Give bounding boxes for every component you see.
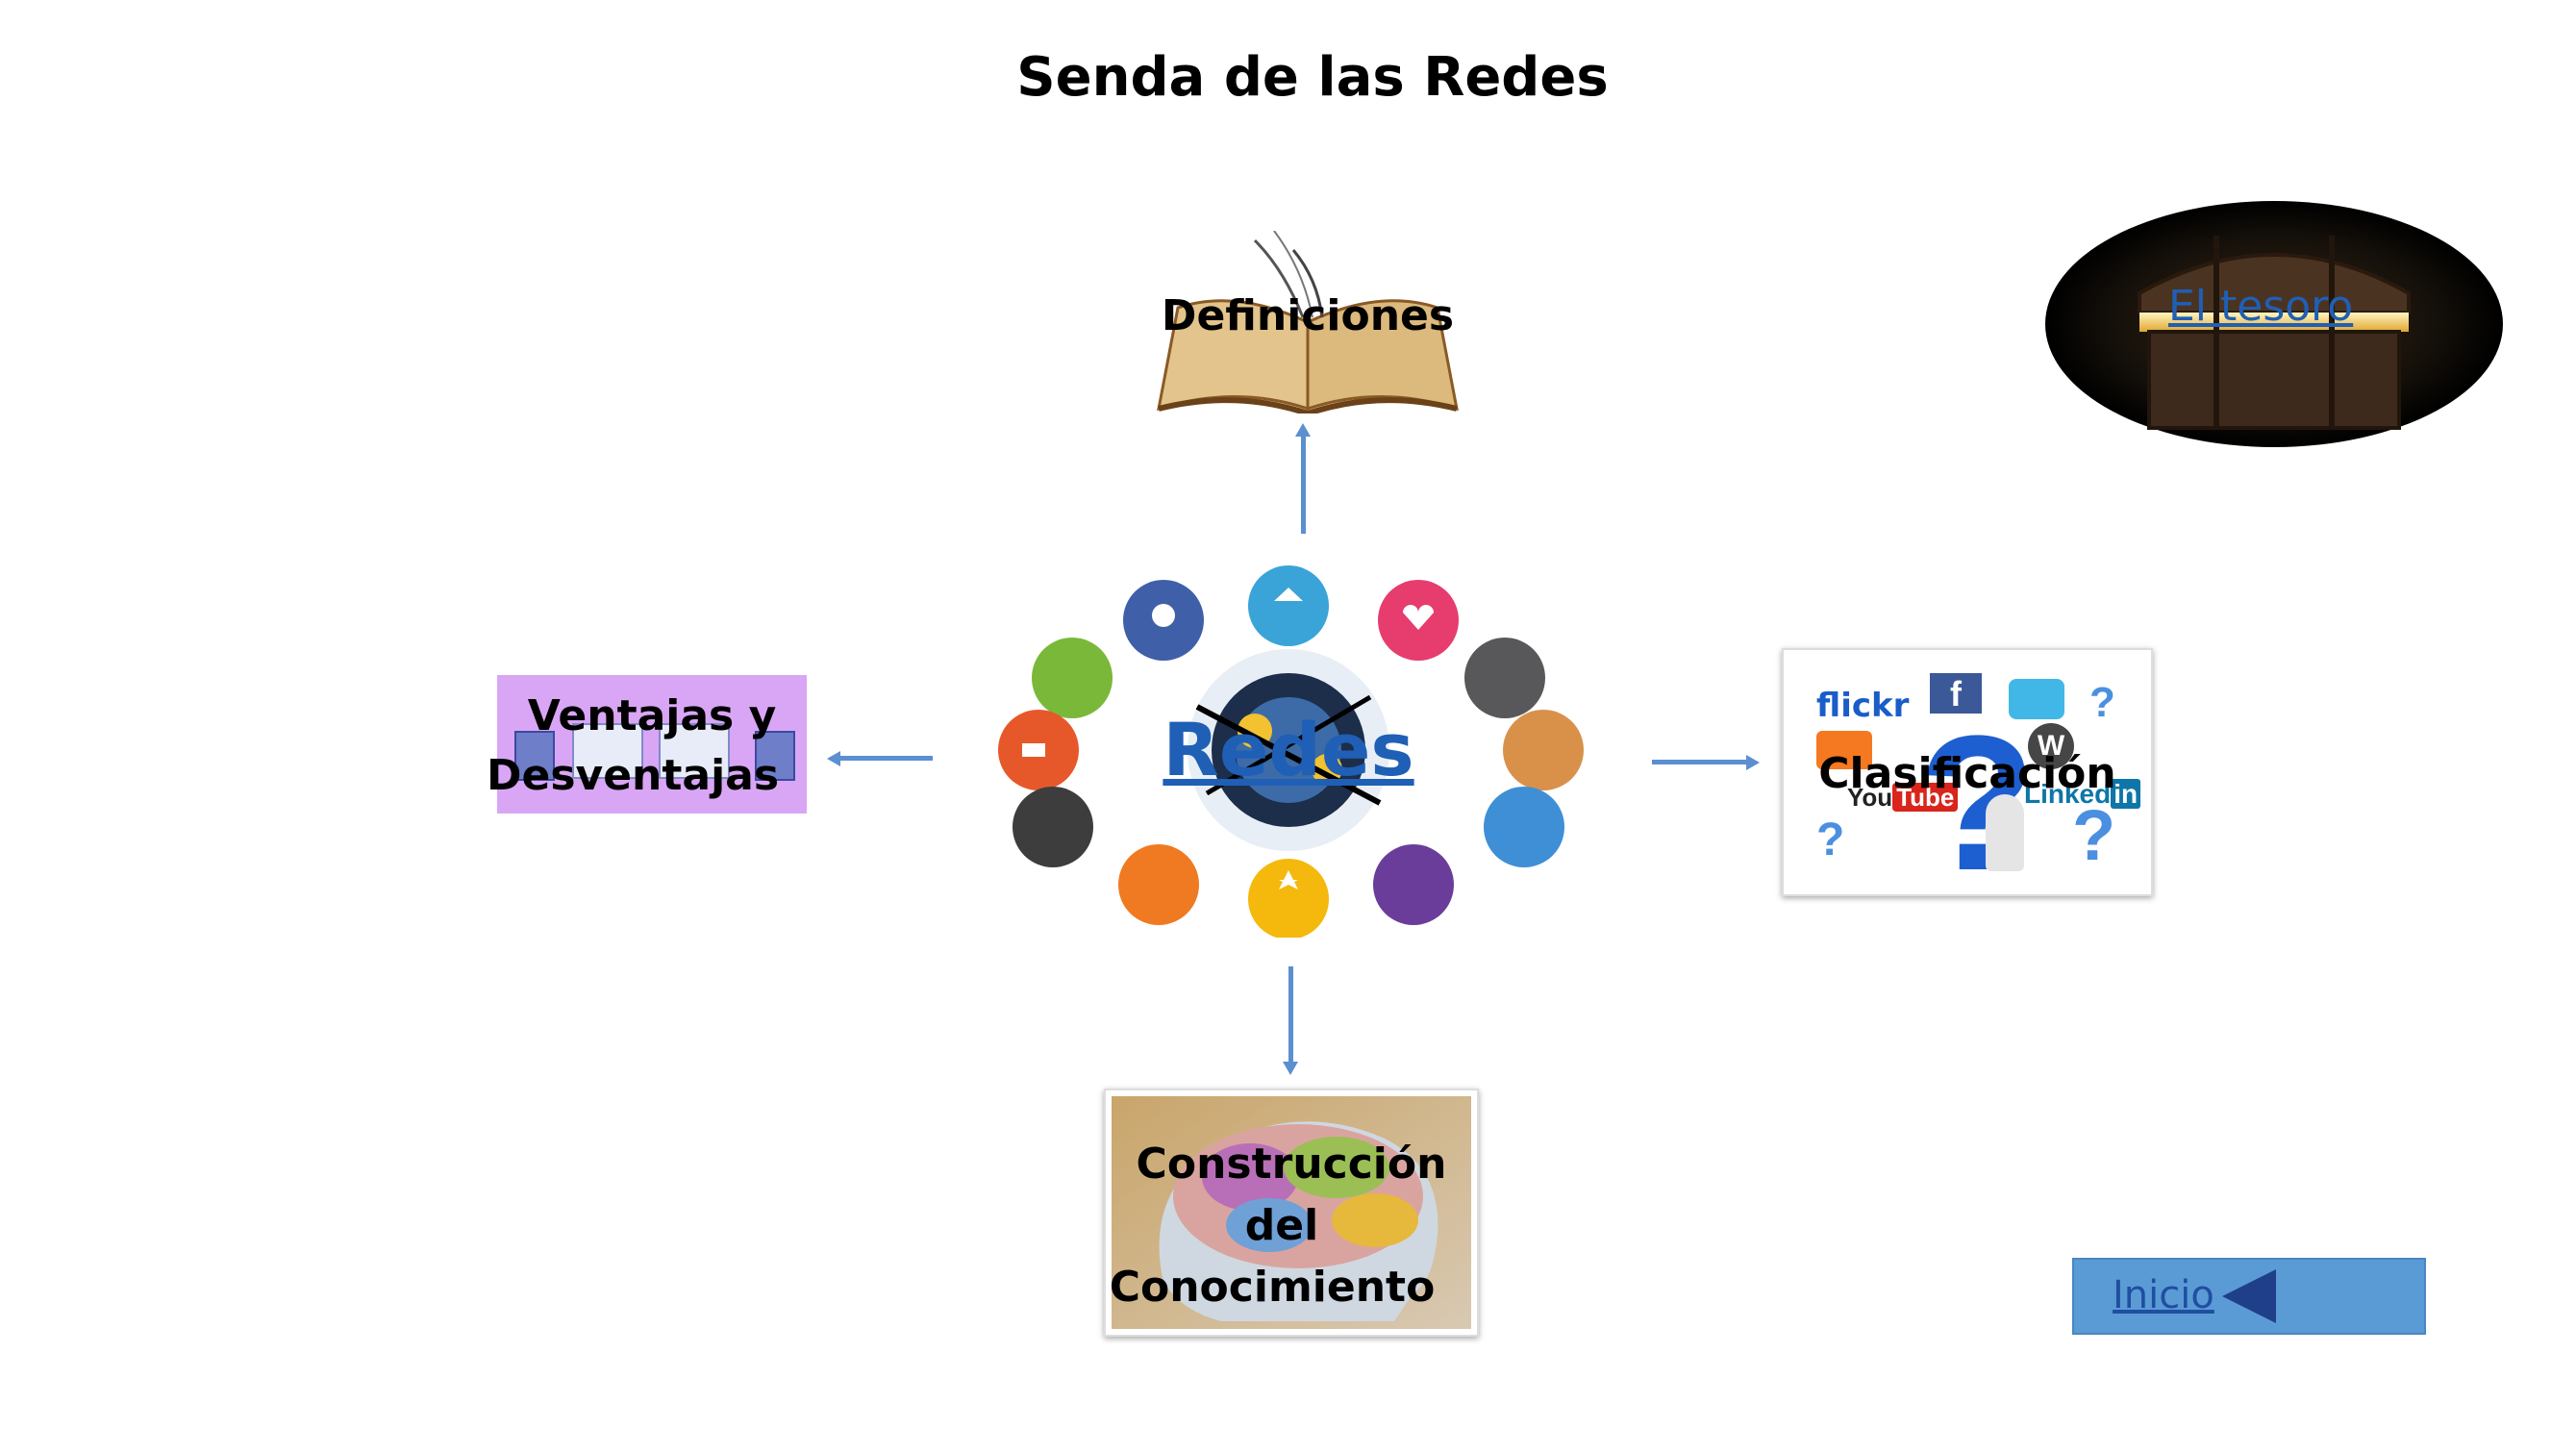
arrow-right: [1652, 760, 1748, 764]
inicio-link[interactable]: Inicio: [2113, 1273, 2214, 1317]
ventajas-label-line2: Desventajas: [486, 751, 780, 800]
arrow-down-head: [1283, 1062, 1298, 1075]
page-title: Senda de las Redes: [1016, 46, 1609, 109]
treasure-chest-icon: [2045, 201, 2503, 447]
inicio-button[interactable]: Inicio: [2072, 1258, 2426, 1335]
book-icon: [1157, 230, 1459, 417]
redes-link[interactable]: Redes: [1163, 707, 1414, 792]
arrow-up: [1301, 431, 1306, 534]
question-mark-small-left: ?: [1816, 814, 1845, 865]
facebook-icon: f: [1930, 673, 1982, 714]
social-network-icon: [998, 565, 1584, 939]
ventajas-screens-decor: [514, 714, 795, 781]
construccion-node[interactable]: Construcción del Conocimiento: [1104, 1089, 1479, 1337]
brain-icon: [1112, 1096, 1471, 1329]
linkedin-in: in: [2111, 779, 2141, 809]
definiciones-label: Definiciones: [1161, 291, 1455, 340]
definiciones-node[interactable]: Definiciones: [1149, 230, 1466, 417]
rss-icon: [1816, 731, 1872, 769]
flickr-logo: flickr: [1816, 687, 1910, 725]
wordpress-icon: W: [2028, 723, 2074, 769]
construccion-label-line2: del: [1244, 1201, 1319, 1250]
twitter-icon: [2009, 679, 2064, 719]
arrow-up-head: [1295, 423, 1311, 437]
youtube-tube: Tube: [1892, 783, 1959, 812]
back-arrow-icon: [2222, 1269, 2276, 1323]
arrow-right-head: [1746, 755, 1760, 770]
construccion-label-line3: Conocimiento: [1109, 1263, 1436, 1312]
arrow-left: [837, 756, 933, 761]
ventajas-node[interactable]: Ventajas y Desventajas: [487, 675, 807, 814]
arrow-left-head: [827, 751, 840, 766]
question-mark-small-right: ?: [2072, 795, 2116, 875]
construccion-label-line1: Construcción: [1136, 1140, 1447, 1189]
linkedin-text: Linked: [2024, 779, 2112, 809]
youtube-you: You: [1847, 783, 1893, 812]
question-mark-icon: ?: [2089, 679, 2115, 726]
treasure-link[interactable]: El tesoro: [2168, 282, 2354, 331]
arrow-down: [1288, 966, 1293, 1067]
clasificacion-label: Clasificación: [1818, 749, 2116, 798]
ventajas-label-line1: Ventajas y: [527, 691, 777, 740]
figure-icon: [1986, 794, 2024, 871]
redes-center-node[interactable]: Redes: [976, 563, 1601, 939]
treasure-node[interactable]: El tesoro: [2043, 197, 2505, 452]
